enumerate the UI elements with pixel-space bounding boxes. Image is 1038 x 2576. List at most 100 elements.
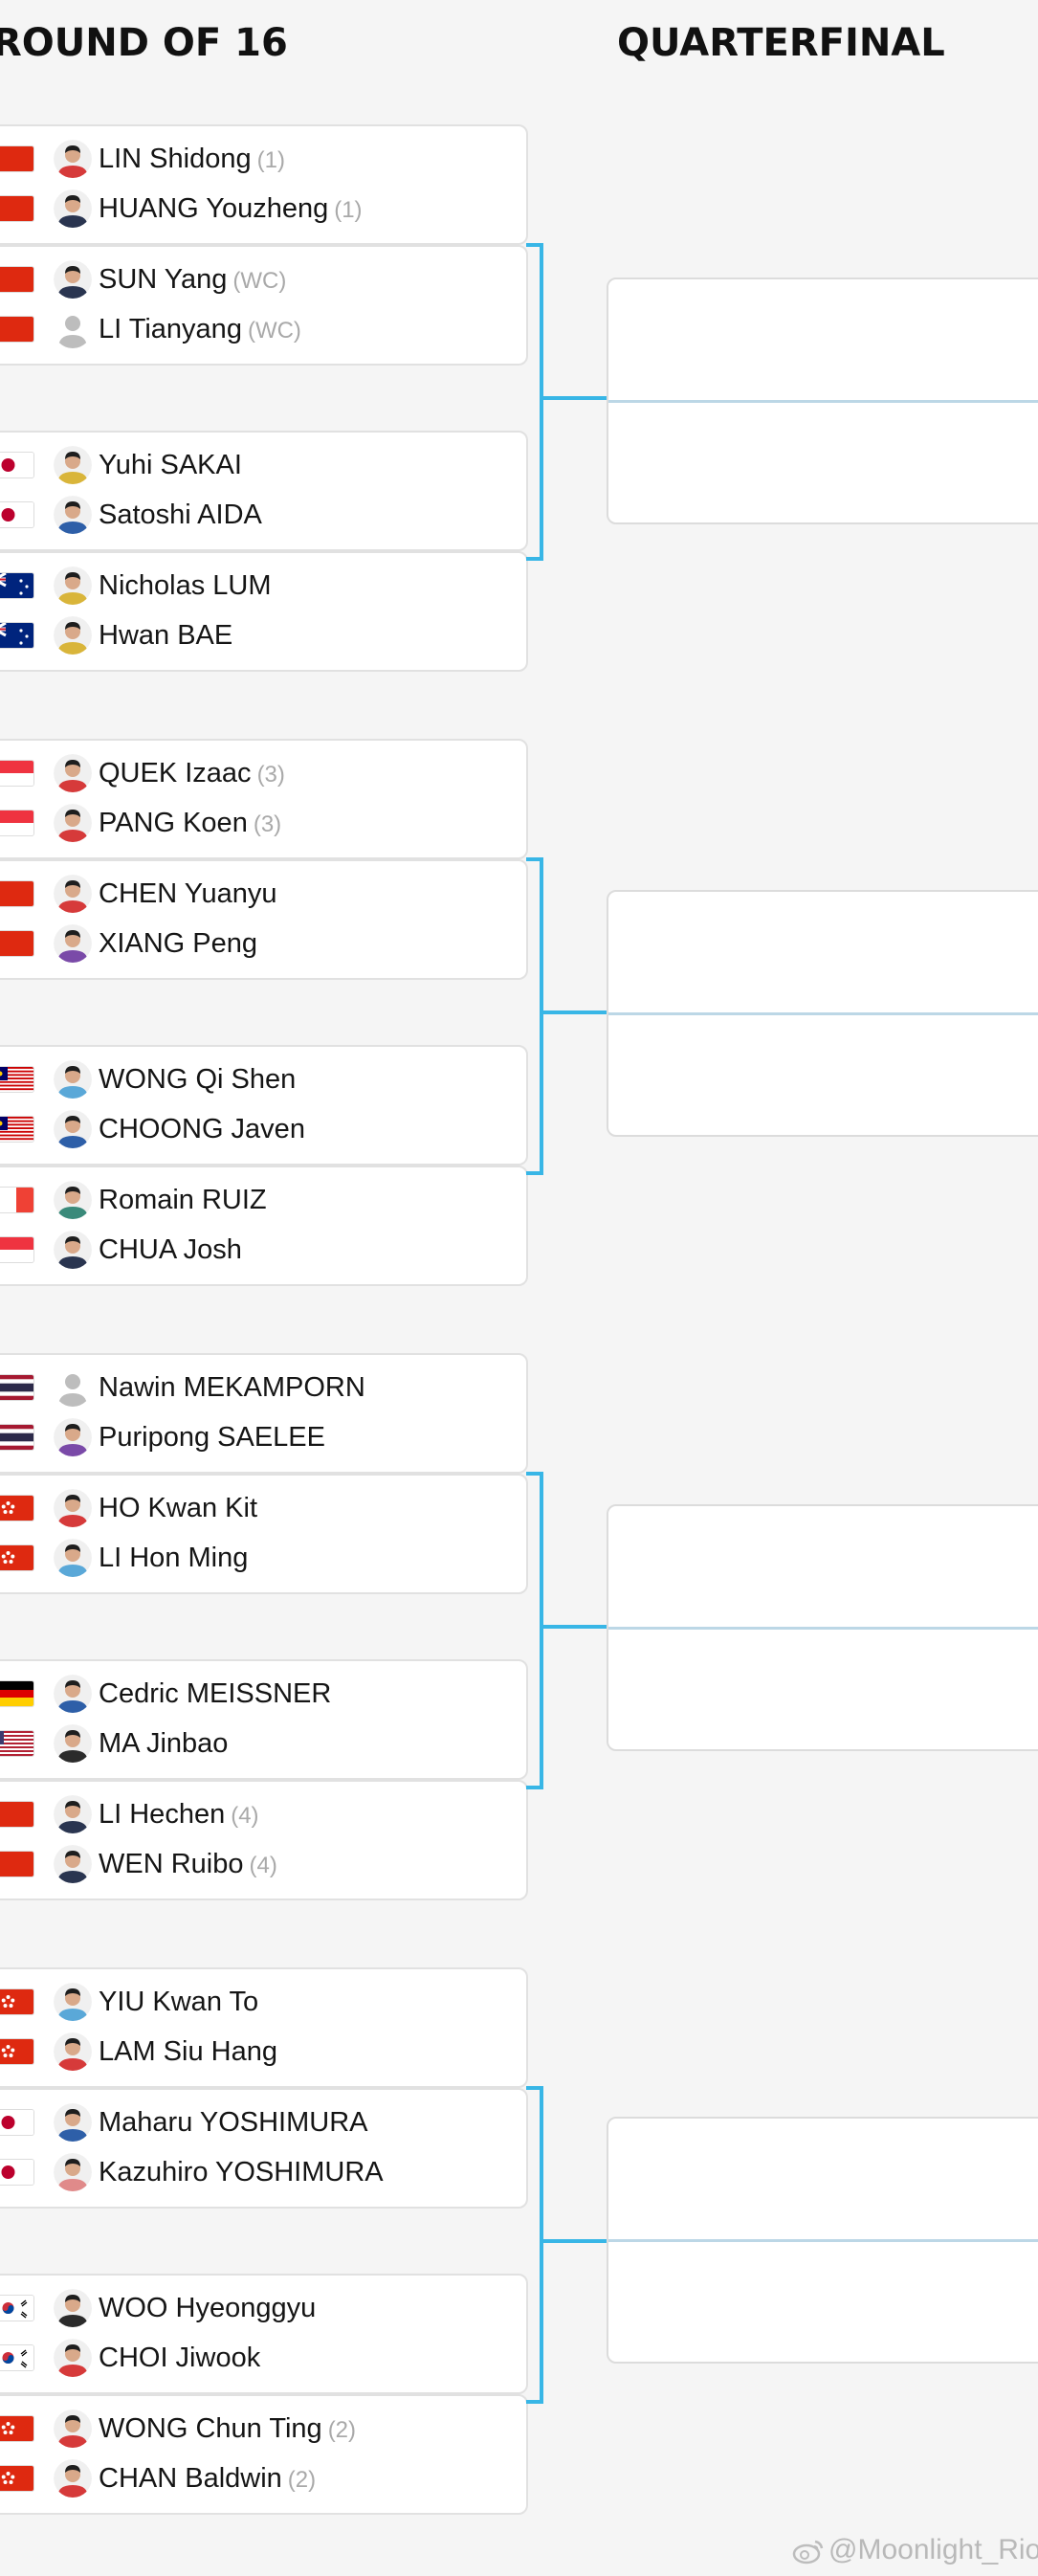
player-row[interactable]: Hwan BAE <box>0 611 526 660</box>
quarterfinal-slot[interactable] <box>607 1504 1038 1751</box>
hong-kong-flag-icon <box>0 2039 33 2064</box>
player-name: SUN Yang(WC) <box>99 264 286 297</box>
player-row[interactable]: QUEK Izaac(3) <box>0 748 526 798</box>
match-card[interactable]: Nawin MEKAMPORN Puripong SAELEE <box>0 1353 528 1474</box>
quarterfinal-slot[interactable] <box>607 278 1038 524</box>
player-row[interactable]: Maharu YOSHIMURA <box>0 2098 526 2147</box>
player-row[interactable]: Nawin MEKAMPORN <box>0 1363 526 1412</box>
player-row[interactable]: Cedric MEISSNER <box>0 1669 526 1719</box>
thailand-flag-icon <box>0 1425 33 1450</box>
player-avatar <box>54 1795 92 1833</box>
player-avatar <box>54 260 92 299</box>
player-name-text: WONG Qi Shen <box>99 1064 297 1095</box>
player-row[interactable]: LAM Siu Hang <box>0 2027 526 2076</box>
player-name-text: LI Tianyang <box>99 314 242 344</box>
player-name: WEN Ruibo(4) <box>99 1849 277 1881</box>
match-card[interactable]: LI Hechen(4) WEN Ruibo(4) <box>0 1780 528 1900</box>
round-of-16-title: ROUND OF 16 <box>0 21 288 65</box>
player-row[interactable]: Kazuhiro YOSHIMURA <box>0 2147 526 2197</box>
watermark: @Moonlight_Rio <box>792 2534 1038 2566</box>
player-name-text: Cedric MEISSNER <box>99 1678 332 1709</box>
player-row[interactable]: CHEN Yuanyu <box>0 869 526 919</box>
match-card[interactable]: Maharu YOSHIMURA Kazuhiro YOSHIMURA <box>0 2088 528 2209</box>
match-card[interactable]: WONG Chun Ting(2)CHAN Baldwin(2) <box>0 2394 528 2515</box>
match-card[interactable]: Cedric MEISSNER MA Jinbao <box>0 1659 528 1780</box>
player-name: WOO Hyeonggyu <box>99 2293 316 2323</box>
player-row[interactable]: WOO Hyeonggyu <box>0 2283 526 2333</box>
match-card[interactable]: Nicholas LUM Hwan BAE <box>0 551 528 672</box>
player-name: YIU Kwan To <box>99 1987 258 2017</box>
player-name: HO Kwan Kit <box>99 1493 257 1523</box>
player-row[interactable]: WONG Qi Shen <box>0 1055 526 1104</box>
player-row[interactable]: Romain RUIZ <box>0 1175 526 1225</box>
quarterfinal-slot[interactable] <box>607 890 1038 1137</box>
player-avatar <box>54 616 92 655</box>
player-row[interactable]: CHAN Baldwin(2) <box>0 2454 526 2503</box>
player-name-text: Yuhi SAKAI <box>99 450 242 480</box>
korea-flag-icon <box>0 2296 33 2321</box>
player-seed: (WC) <box>247 318 301 344</box>
player-avatar <box>54 1418 92 1456</box>
match-card[interactable]: Yuhi SAKAI Satoshi AIDA <box>0 431 528 551</box>
player-row[interactable]: PANG Koen(3) <box>0 798 526 848</box>
australia-flag-icon <box>0 573 33 598</box>
player-row[interactable]: Puripong SAELEE <box>0 1412 526 1462</box>
bracket-connector <box>526 1472 543 1789</box>
player-name: LI Hechen(4) <box>99 1799 259 1832</box>
player-avatar <box>54 1724 92 1763</box>
player-name-text: YIU Kwan To <box>99 1987 259 2017</box>
player-name-text: CHOONG Javen <box>99 1114 305 1144</box>
match-card[interactable]: SUN Yang(WC) LI Tianyang(WC) <box>0 245 528 366</box>
player-row[interactable]: CHUA Josh <box>0 1225 526 1275</box>
player-name-text: Satoshi AIDA <box>99 500 262 530</box>
japan-flag-icon <box>0 502 33 527</box>
player-row[interactable]: HUANG Youzheng(1) <box>0 184 526 233</box>
bracket-connector <box>540 1010 608 1014</box>
player-row[interactable]: LI Hechen(4) <box>0 1789 526 1839</box>
china-flag-icon <box>0 1852 33 1876</box>
player-avatar <box>54 1231 92 1269</box>
match-card[interactable]: QUEK Izaac(3)PANG Koen(3) <box>0 739 528 859</box>
usa-flag-icon <box>0 1731 33 1756</box>
player-row[interactable]: Satoshi AIDA <box>0 490 526 540</box>
player-row[interactable]: WEN Ruibo(4) <box>0 1839 526 1889</box>
player-name: HUANG Youzheng(1) <box>99 193 363 226</box>
player-name: Nicholas LUM <box>99 570 272 601</box>
player-name: CHOONG Javen <box>99 1114 305 1144</box>
player-row[interactable]: Nicholas LUM <box>0 561 526 611</box>
match-card[interactable]: LIN Shidong(1) HUANG Youzheng(1) <box>0 124 528 245</box>
match-card[interactable]: YIU Kwan To LAM Siu Hang <box>0 1967 528 2088</box>
player-name-text: Kazuhiro YOSHIMURA <box>99 2157 384 2187</box>
player-avatar <box>54 1181 92 1219</box>
player-row[interactable]: HO Kwan Kit <box>0 1483 526 1533</box>
watermark-text: @Moonlight_Rio <box>828 2534 1038 2565</box>
player-row[interactable]: XIANG Peng <box>0 919 526 968</box>
player-row[interactable]: Yuhi SAKAI <box>0 440 526 490</box>
match-card[interactable]: HO Kwan Kit LI Hon Ming <box>0 1474 528 1594</box>
quarterfinal-slot[interactable] <box>607 2117 1038 2364</box>
player-row[interactable]: LI Tianyang(WC) <box>0 304 526 354</box>
player-avatar <box>54 2153 92 2191</box>
player-name: LAM Siu Hang <box>99 2036 277 2067</box>
player-name-text: PANG Koen <box>99 808 248 838</box>
player-name: Satoshi AIDA <box>99 500 262 530</box>
player-row[interactable]: WONG Chun Ting(2) <box>0 2404 526 2454</box>
player-row[interactable]: CHOI Jiwook <box>0 2333 526 2383</box>
player-row[interactable]: YIU Kwan To <box>0 1977 526 2027</box>
japan-flag-icon <box>0 2160 33 2185</box>
player-seed: (4) <box>231 1803 259 1829</box>
player-row[interactable]: SUN Yang(WC) <box>0 255 526 304</box>
hong-kong-flag-icon <box>0 1545 33 1570</box>
player-row[interactable]: CHOONG Javen <box>0 1104 526 1154</box>
player-avatar <box>54 1060 92 1099</box>
player-avatar <box>54 2289 92 2327</box>
player-row[interactable]: MA Jinbao <box>0 1719 526 1768</box>
player-avatar <box>54 2032 92 2071</box>
player-row[interactable]: LIN Shidong(1) <box>0 134 526 184</box>
player-name: Nawin MEKAMPORN <box>99 1372 365 1403</box>
player-row[interactable]: LI Hon Ming <box>0 1533 526 1583</box>
